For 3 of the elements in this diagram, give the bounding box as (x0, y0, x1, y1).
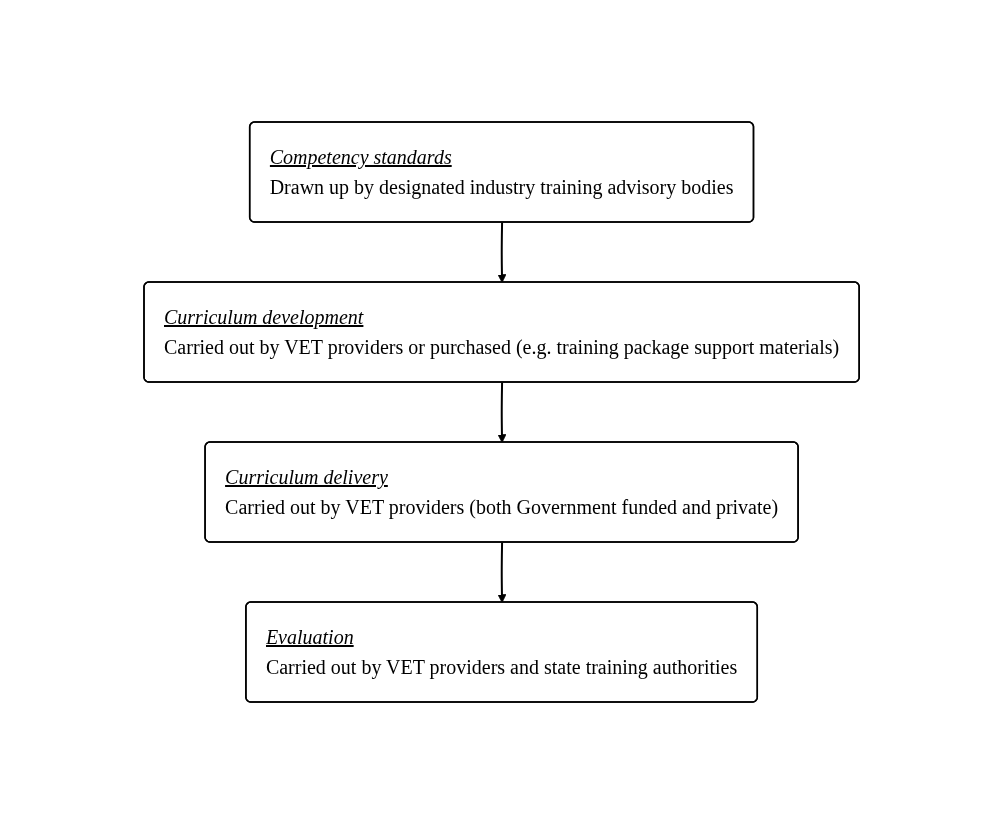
arrow (497, 221, 507, 283)
arrow (497, 541, 507, 603)
arrow (497, 381, 507, 443)
